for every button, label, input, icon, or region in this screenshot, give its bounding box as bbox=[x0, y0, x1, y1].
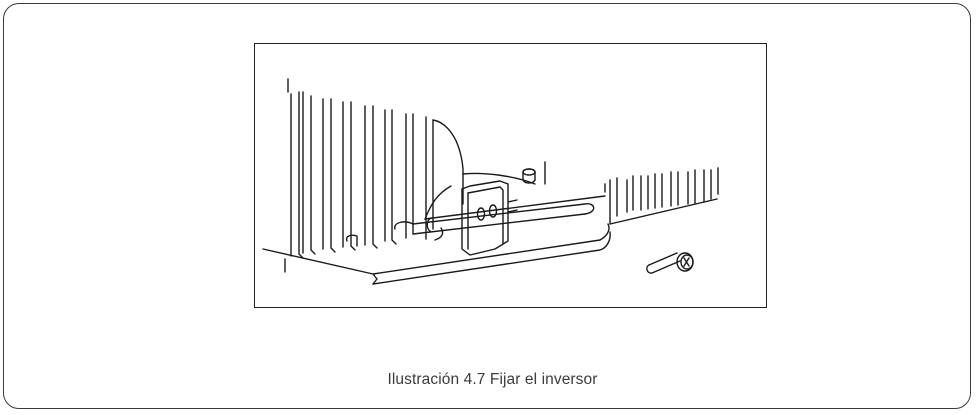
mounting-bracket bbox=[461, 180, 518, 256]
figure-frame: Ilustración 4.7 Fijar el inversor bbox=[3, 3, 971, 409]
inverter-housing bbox=[424, 119, 606, 220]
heatsink-fins-right bbox=[609, 167, 719, 225]
mounting-rail bbox=[345, 203, 595, 247]
inverter-mounting-illustration bbox=[254, 43, 767, 308]
base-plate bbox=[262, 223, 611, 285]
heatsink-fins-left bbox=[287, 78, 434, 259]
figure-caption: Ilustración 4.7 Fijar el inversor bbox=[387, 371, 598, 388]
bolt-head bbox=[522, 168, 536, 184]
screw-icon bbox=[646, 252, 694, 274]
